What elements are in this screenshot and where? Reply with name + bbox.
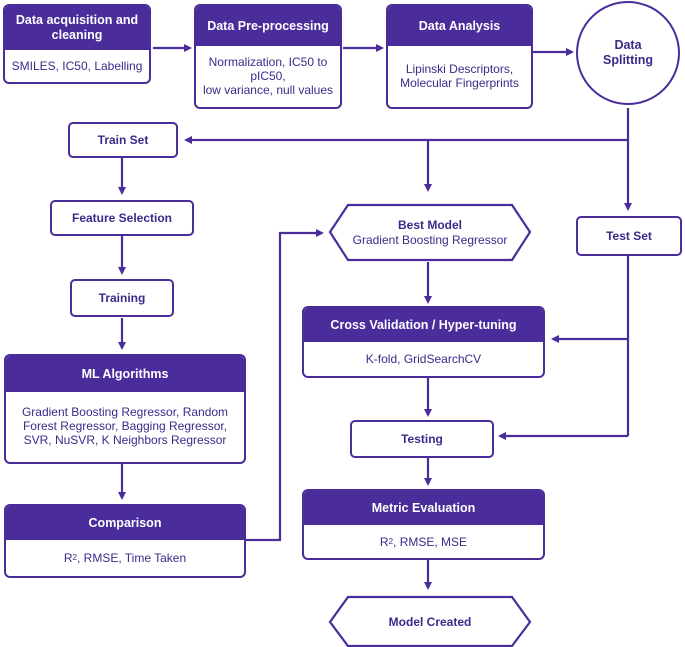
- ml-algorithms-detail-2: Forest Regressor, Bagging Regressor,: [22, 419, 228, 433]
- best-model-node: Best Model Gradient Boosting Regressor: [340, 208, 520, 258]
- ml-algorithms-title: ML Algorithms: [6, 356, 244, 392]
- training-node: Training: [70, 279, 174, 317]
- metric-evaluation-title: Metric Evaluation: [304, 491, 543, 525]
- ml-algorithms-detail-1: Gradient Boosting Regressor, Random: [21, 405, 229, 419]
- cross-validation-node: Cross Validation / Hyper-tuning K-fold, …: [302, 306, 545, 378]
- data-analysis-detail-2: Molecular Fingerprints: [400, 76, 519, 90]
- testing-node: Testing: [350, 420, 494, 458]
- cross-validation-detail: K-fold, GridSearchCV: [365, 352, 482, 366]
- data-acquisition-node: Data acquisition and cleaning SMILES, IC…: [3, 4, 151, 84]
- data-analysis-node: Data Analysis Lipinski Descriptors, Mole…: [386, 4, 533, 109]
- cross-validation-title: Cross Validation / Hyper-tuning: [304, 308, 543, 342]
- model-created-hexagon: [328, 595, 532, 647]
- best-model-title: Best Model: [397, 218, 462, 232]
- model-created-title: Model Created: [388, 614, 472, 629]
- data-preprocessing-detail-1: Normalization, IC50 to: [208, 55, 328, 69]
- data-splitting-title-1: Data: [614, 38, 642, 52]
- data-analysis-title: Data Analysis: [388, 6, 531, 46]
- feature-selection-node: Feature Selection: [50, 200, 194, 236]
- data-splitting-title-2: Splitting: [603, 53, 653, 67]
- test-set-node: Test Set: [576, 216, 682, 256]
- data-acquisition-title: Data acquisition and cleaning: [5, 6, 149, 50]
- data-preprocessing-detail-2: pIC50,: [250, 69, 286, 83]
- best-model-hexagon: [328, 203, 532, 262]
- data-splitting-node: Data Splitting: [576, 1, 680, 105]
- comparison-title: Comparison: [6, 506, 244, 540]
- ml-algorithms-node: ML Algorithms Gradient Boosting Regresso…: [4, 354, 246, 464]
- data-preprocessing-node: Data Pre-processing Normalization, IC50 …: [194, 4, 342, 109]
- data-preprocessing-detail-3: low variance, null values: [202, 83, 334, 97]
- model-created-node: Model Created: [340, 600, 520, 644]
- data-acquisition-detail: SMILES, IC50, Labelling: [11, 59, 143, 73]
- ml-algorithms-detail-3: SVR, NuSVR, K Neighbors Regressor: [23, 433, 227, 447]
- train-set-node: Train Set: [68, 122, 178, 158]
- data-preprocessing-title: Data Pre-processing: [196, 6, 340, 46]
- best-model-detail: Gradient Boosting Regressor: [352, 233, 508, 247]
- data-analysis-detail-1: Lipinski Descriptors,: [405, 62, 514, 76]
